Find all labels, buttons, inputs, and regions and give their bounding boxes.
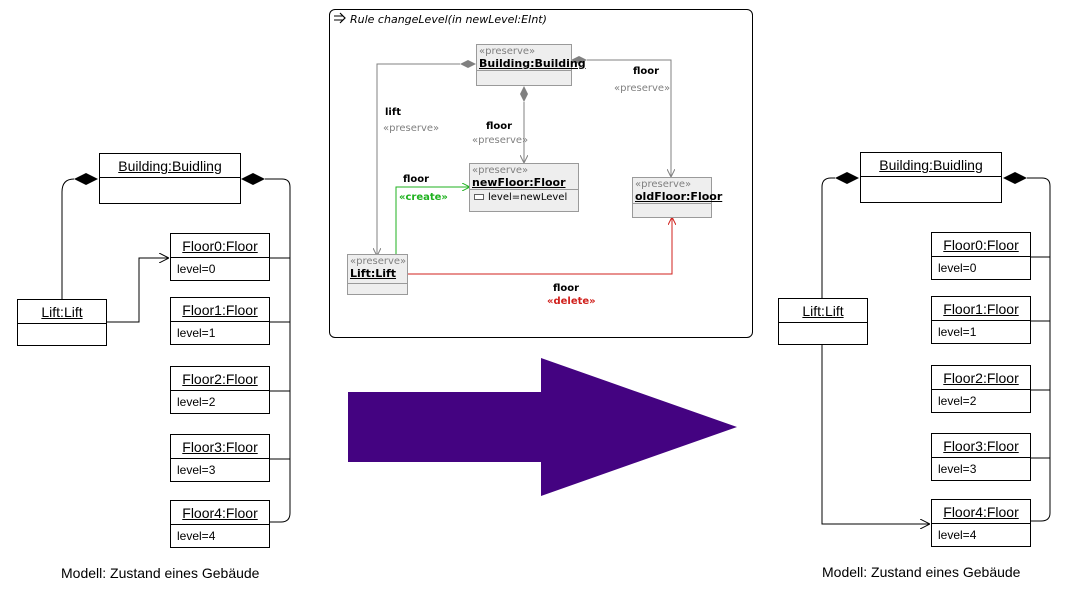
rule-newfloor-stereotype: «preserve»	[472, 165, 529, 176]
rule-lift-name: Lift:Lift	[350, 267, 397, 280]
left-floor0-object: Floor0:Floor level=0	[170, 233, 270, 281]
attribute-icon	[474, 194, 484, 200]
rule-building-name: Building:Building	[479, 57, 586, 70]
left-floor4-object: Floor4:Floor level=4	[170, 500, 270, 548]
right-floor0-level: level=0	[938, 261, 977, 275]
left-lift-to-floor0-link	[107, 258, 168, 323]
right-building-object: Building:Buidling	[860, 152, 1002, 203]
left-floor1-name: Floor1:Floor	[171, 298, 269, 322]
right-floor1-name: Floor1:Floor	[932, 297, 1030, 321]
right-floor3-object: Floor3:Floor level=3	[931, 433, 1031, 481]
rule-oldfloor-name: oldFloor:Floor	[635, 190, 723, 203]
edge-lift-stereotype: «preserve»	[383, 123, 440, 134]
left-floor2-level: level=2	[177, 395, 216, 409]
right-floor3-level: level=3	[938, 462, 977, 476]
rule-lift-stereotype: «preserve»	[350, 256, 407, 267]
right-lift-object: Lift:Lift	[778, 298, 868, 345]
right-lift-to-floor4-link	[821, 345, 929, 524]
rule-newfloor-attr: level=newLevel	[488, 192, 568, 203]
left-caption: Modell: Zustand eines Gebäude	[61, 565, 260, 581]
left-lift-name: Lift:Lift	[18, 300, 106, 324]
left-floor2-object: Floor2:Floor level=2	[170, 366, 270, 414]
right-floor3-name: Floor3:Floor	[932, 434, 1030, 458]
rule-oldfloor-stereotype: «preserve»	[635, 179, 692, 190]
edge-create-name: floor	[403, 174, 430, 185]
right-floor1-level: level=1	[938, 325, 977, 339]
left-floor3-name: Floor3:Floor	[171, 435, 269, 459]
left-floor1-object: Floor1:Floor level=1	[170, 297, 270, 345]
left-floor1-level: level=1	[177, 326, 216, 340]
edge-floor-new-stereotype: «preserve»	[472, 135, 529, 146]
right-floor1-object: Floor1:Floor level=1	[931, 296, 1031, 344]
right-floor0-object: Floor0:Floor level=0	[931, 232, 1031, 280]
rule-newfloor-node: «preserve» newFloor:Floor level=newLevel	[469, 163, 579, 212]
edge-floor-old-stereotype: «preserve»	[614, 83, 671, 94]
left-floor4-name: Floor4:Floor	[171, 501, 269, 525]
left-floor4-level: level=4	[177, 529, 216, 543]
right-building-name: Building:Buidling	[861, 153, 1001, 177]
edge-delete-name: floor	[553, 283, 580, 294]
rule-building-stereotype: «preserve»	[479, 46, 536, 57]
right-caption: Modell: Zustand eines Gebäude	[822, 564, 1021, 580]
left-floor2-name: Floor2:Floor	[171, 367, 269, 391]
left-floor3-level: level=3	[177, 463, 216, 477]
right-floor-composition	[1003, 172, 1051, 522]
left-floor-composition	[241, 173, 291, 523]
right-floor0-name: Floor0:Floor	[932, 233, 1030, 257]
left-building-name: Building:Buidling	[100, 154, 240, 178]
edge-floor-old-name: floor	[633, 66, 660, 77]
left-building-object: Building:Buidling	[99, 153, 241, 204]
right-floor2-object: Floor2:Floor level=2	[931, 365, 1031, 413]
rule-building-node: «preserve» Building:Building	[476, 44, 586, 86]
right-floor2-name: Floor2:Floor	[932, 366, 1030, 390]
rule-title: Rule changeLevel(in newLevel:EInt)	[350, 13, 547, 26]
rule-arrow-icon	[333, 11, 347, 25]
edge-delete-stereotype: «delete»	[547, 296, 596, 307]
left-floor0-level: level=0	[177, 262, 216, 276]
edge-floor-new-name: floor	[486, 121, 513, 132]
right-lift-name: Lift:Lift	[779, 299, 867, 323]
rule-oldfloor-node: «preserve» oldFloor:Floor	[632, 177, 723, 218]
left-lift-object: Lift:Lift	[17, 299, 107, 346]
rule-lift-node: «preserve» Lift:Lift	[347, 254, 408, 295]
left-floor0-name: Floor0:Floor	[171, 234, 269, 258]
right-floor4-object: Floor4:Floor level=4	[931, 499, 1031, 547]
transformation-arrow	[348, 358, 737, 496]
left-lift-composition	[61, 173, 98, 300]
right-floor4-name: Floor4:Floor	[932, 500, 1030, 524]
edge-create-stereotype: «create»	[399, 192, 448, 203]
right-lift-composition	[821, 172, 859, 298]
rule-newfloor-name: newFloor:Floor	[472, 176, 566, 189]
left-floor3-object: Floor3:Floor level=3	[170, 434, 270, 482]
edge-lift-name: lift	[385, 107, 401, 118]
right-floor4-level: level=4	[938, 528, 977, 542]
right-floor2-level: level=2	[938, 394, 977, 408]
